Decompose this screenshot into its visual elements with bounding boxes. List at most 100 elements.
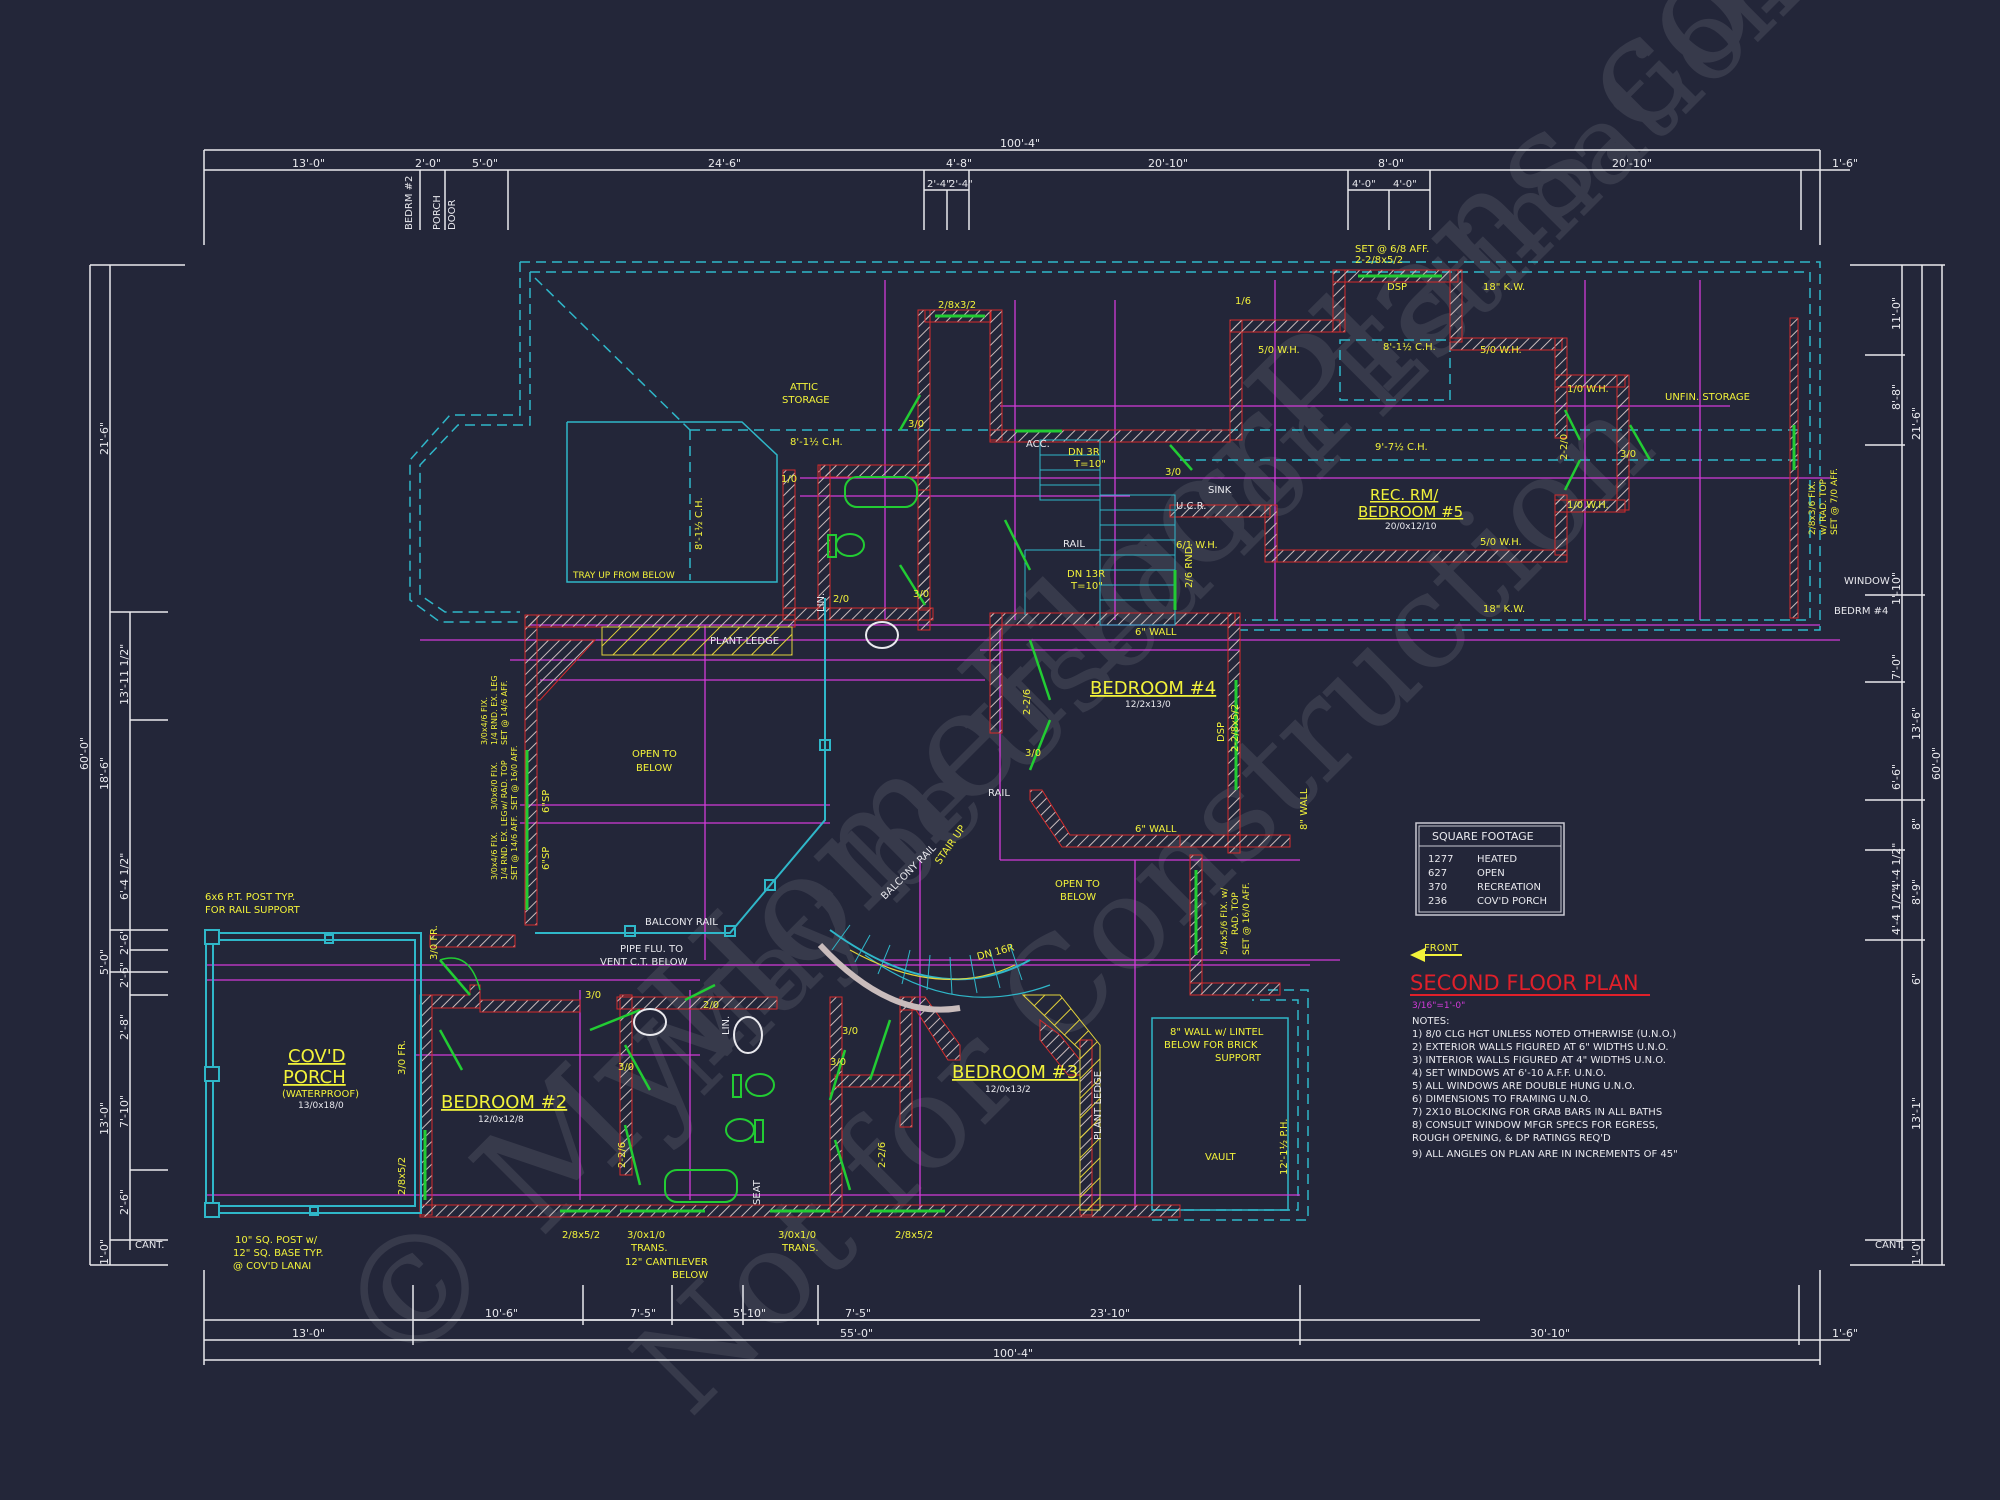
- svg-text:OPEN TO: OPEN TO: [632, 749, 677, 760]
- svg-text:ACC.: ACC.: [1026, 439, 1050, 450]
- svg-text:3/0: 3/0: [1165, 467, 1181, 478]
- svg-text:CANT.: CANT.: [135, 1240, 164, 1251]
- svg-text:7'-5": 7'-5": [845, 1307, 871, 1320]
- svg-text:3/0x1/0: 3/0x1/0: [778, 1230, 816, 1241]
- svg-text:SET @ 14/6 AFF.: SET @ 14/6 AFF.: [500, 680, 509, 745]
- top-dimensions: [203, 149, 1850, 245]
- svg-text:236: 236: [1428, 896, 1447, 907]
- svg-text:1/0 W.H.: 1/0 W.H.: [1567, 500, 1609, 511]
- svg-text:DOOR: DOOR: [447, 200, 458, 230]
- watermark: © MyHomeFloorPlans.com Not for Construct…: [302, 0, 1888, 1442]
- bath-fixtures: [633, 476, 918, 1203]
- svg-text:4'-0": 4'-0": [1352, 179, 1376, 190]
- svg-text:8" WALL: 8" WALL: [1299, 788, 1310, 830]
- svg-text:VENT C.T. BELOW: VENT C.T. BELOW: [600, 957, 688, 968]
- svg-text:DSP: DSP: [1387, 282, 1407, 293]
- svg-text:OPEN TO: OPEN TO: [1055, 879, 1100, 890]
- svg-text:7'-0": 7'-0": [1890, 654, 1903, 680]
- svg-text:8'-9": 8'-9": [1910, 879, 1923, 905]
- right-dimensions: [1850, 264, 1945, 1266]
- svg-text:2-2/8x5/2: 2-2/8x5/2: [1355, 255, 1403, 266]
- svg-text:24'-6": 24'-6": [708, 157, 741, 170]
- svg-text:5) ALL WINDOWS ARE DOUBLE HUN: 5) ALL WINDOWS ARE DOUBLE HUNG U.N.O.: [1412, 1081, 1635, 1092]
- svg-text:3/0x4/6 FIX.: 3/0x4/6 FIX.: [490, 832, 499, 880]
- svg-text:RECREATION: RECREATION: [1477, 882, 1541, 893]
- svg-text:4'-4 1/2": 4'-4 1/2": [1890, 888, 1903, 935]
- svg-text:8'-1½ C.H.: 8'-1½ C.H.: [1383, 341, 1436, 353]
- svg-text:4) SET WINDOWS AT 6'-10 A.F.F: 4) SET WINDOWS AT 6'-10 A.F.F. U.N.O.: [1412, 1068, 1606, 1079]
- left-dimensions: [89, 264, 185, 1266]
- svg-text:2-2/6: 2-2/6: [617, 1142, 628, 1168]
- svg-text:7) 2X10 BLOCKING FOR GRAB BAR: 7) 2X10 BLOCKING FOR GRAB BARS IN ALL BA…: [1412, 1107, 1662, 1118]
- svg-text:6x6 P.T. POST TYP.: 6x6 P.T. POST TYP.: [205, 892, 295, 903]
- square-footage-table: SQUARE FOOTAGE 1277 HEATED 627 OPEN 370 …: [1415, 822, 1565, 916]
- svg-text:2'-6": 2'-6": [118, 929, 131, 955]
- svg-text:1'-0": 1'-0": [1910, 1239, 1923, 1265]
- svg-text:FRONT: FRONT: [1424, 943, 1459, 954]
- svg-text:13'-6": 13'-6": [1910, 707, 1923, 740]
- svg-text:1277: 1277: [1428, 854, 1453, 865]
- stair-curved: [817, 924, 1051, 1013]
- svg-text:BELOW FOR BRICK: BELOW FOR BRICK: [1164, 1040, 1258, 1051]
- svg-text:5/0 W.H.: 5/0 W.H.: [1258, 345, 1300, 356]
- room-label-bedroom5: BEDROOM #5: [1358, 503, 1463, 521]
- svg-text:3/0: 3/0: [830, 1057, 846, 1068]
- svg-text:8'-1½ C.H.: 8'-1½ C.H.: [693, 497, 705, 550]
- svg-text:8": 8": [1910, 818, 1923, 830]
- svg-text:PIPE FLU. TO: PIPE FLU. TO: [620, 944, 683, 955]
- svg-text:2/0: 2/0: [833, 594, 849, 605]
- svg-text:5/0 W.H.: 5/0 W.H.: [1480, 537, 1522, 548]
- svg-text:8'-1½ C.H.: 8'-1½ C.H.: [790, 436, 843, 448]
- bottom-dimension-labels: 13'-0" 55'-0" 30'-10" 1'-6" 10'-6" 7'-5"…: [292, 1307, 1858, 1360]
- svg-text:BELOW: BELOW: [1060, 892, 1096, 903]
- svg-text:SQUARE FOOTAGE: SQUARE FOOTAGE: [1432, 830, 1534, 843]
- svg-text:6": 6": [1910, 973, 1923, 985]
- svg-text:2'-4": 2'-4": [927, 179, 951, 190]
- left-dimension-labels: 60'-0" 21'-6" 18'-6" 5'-0" 13'-0" 1'-0" …: [78, 422, 164, 1265]
- room-size-bedroom4: 12/2x13/0: [1125, 700, 1171, 710]
- svg-text:SET @ 7/0 AFF.: SET @ 7/0 AFF.: [1830, 468, 1840, 535]
- svg-text:COV'D PORCH: COV'D PORCH: [1477, 896, 1547, 907]
- svg-text:PLANT LEDGE: PLANT LEDGE: [1093, 1071, 1104, 1140]
- svg-text:DSP: DSP: [1216, 722, 1227, 742]
- svg-text:OPEN: OPEN: [1477, 868, 1505, 879]
- svg-text:STORAGE: STORAGE: [782, 395, 830, 406]
- svg-text:55'-0": 55'-0": [840, 1327, 873, 1340]
- svg-text:T=10": T=10": [1073, 459, 1106, 470]
- svg-text:100'-4": 100'-4": [1000, 137, 1040, 150]
- svg-text:5'-0": 5'-0": [472, 157, 498, 170]
- plant-ledge-top: [601, 626, 793, 656]
- svg-text:23'-10": 23'-10": [1090, 1307, 1130, 1320]
- porch-size: 13/0x18/0: [298, 1101, 344, 1111]
- svg-text:VAULT: VAULT: [1205, 1152, 1237, 1163]
- svg-text:2'-4": 2'-4": [949, 179, 973, 190]
- svg-text:TRANS.: TRANS.: [781, 1243, 819, 1254]
- svg-text:2/6 RND.: 2/6 RND.: [1184, 543, 1195, 588]
- top-dimension-labels: 100'-4" 13'-0" 2'-0" 5'-0" 24'-6" 4'-8" …: [292, 137, 1858, 230]
- annotations: ATTIC STORAGE UNFIN. STORAGE TRAY UP FRO…: [205, 244, 1840, 1281]
- bottom-dimensions: [203, 1270, 1850, 1365]
- tray-ceiling: [566, 421, 1289, 1211]
- svg-text:8) CONSULT WINDOW MFGR SPECS: 8) CONSULT WINDOW MFGR SPECS FOR EGRESS,: [1412, 1120, 1658, 1131]
- svg-text:21'-6": 21'-6": [98, 422, 111, 455]
- svg-text:3/0: 3/0: [908, 419, 924, 430]
- svg-text:2/8x5/2: 2/8x5/2: [397, 1157, 408, 1195]
- svg-text:SET @ 14/6 AFF.: SET @ 14/6 AFF.: [510, 815, 519, 880]
- svg-text:4'-0": 4'-0": [1393, 179, 1417, 190]
- svg-text:BELOW: BELOW: [672, 1270, 708, 1281]
- svg-text:12" SQ. BASE TYP.: 12" SQ. BASE TYP.: [233, 1248, 324, 1259]
- room-label-porch: COV'D: [288, 1046, 346, 1067]
- svg-text:9'-7½ C.H.: 9'-7½ C.H.: [1375, 441, 1428, 453]
- svg-text:1/4 RND. EX. LEG: 1/4 RND. EX. LEG: [500, 810, 509, 880]
- porch-waterproof: (WATERPROOF): [282, 1089, 359, 1100]
- svg-text:18" K.W.: 18" K.W.: [1483, 604, 1525, 615]
- svg-text:21'-6": 21'-6": [1910, 407, 1923, 440]
- svg-text:3/0: 3/0: [1025, 748, 1041, 759]
- svg-text:3/0: 3/0: [618, 1062, 634, 1073]
- svg-text:20'-10": 20'-10": [1148, 157, 1188, 170]
- svg-text:w/ RAD. TOP: w/ RAD. TOP: [1819, 478, 1829, 535]
- svg-text:11'-0": 11'-0": [1890, 297, 1903, 330]
- svg-text:SUPPORT: SUPPORT: [1215, 1053, 1262, 1064]
- svg-text:18'-6": 18'-6": [98, 757, 111, 790]
- general-notes: NOTES: 1) 8/0 CLG HGT UNLESS NOTED OTHER…: [1412, 1016, 1678, 1160]
